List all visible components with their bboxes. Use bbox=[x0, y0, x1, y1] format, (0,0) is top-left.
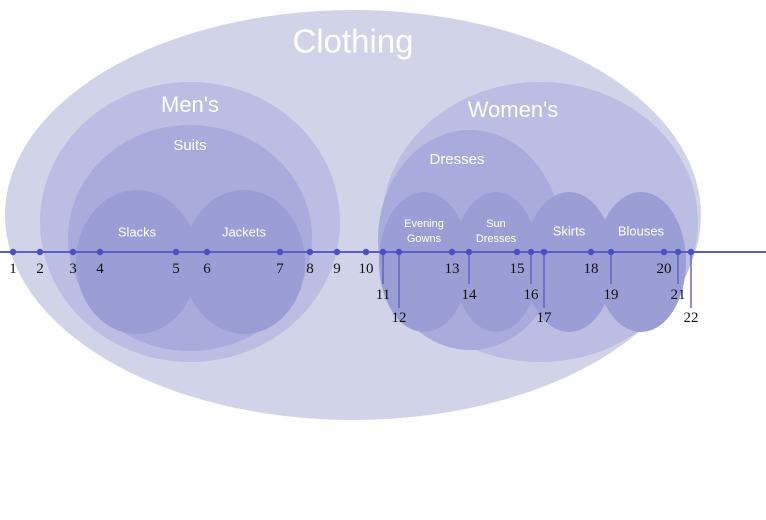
set-label-suits: Suits bbox=[173, 137, 206, 154]
point-label-4: 4 bbox=[96, 261, 104, 277]
point-dot-18[interactable] bbox=[587, 248, 595, 256]
ellipse-layer bbox=[5, 10, 701, 420]
point-dot-11[interactable] bbox=[379, 248, 387, 256]
point-dot-6[interactable] bbox=[203, 248, 211, 256]
ellipse-sun-dresses bbox=[453, 192, 539, 332]
point-label-5: 5 bbox=[172, 261, 180, 277]
point-label-14: 14 bbox=[462, 287, 478, 303]
point-label-18: 18 bbox=[584, 261, 599, 277]
point-label-16: 16 bbox=[524, 287, 540, 303]
number-line-layer bbox=[0, 248, 766, 308]
point-label-6: 6 bbox=[203, 261, 211, 277]
point-label-7: 7 bbox=[276, 261, 284, 277]
point-dot-21[interactable] bbox=[674, 248, 682, 256]
set-label-womens: Women's bbox=[468, 97, 559, 122]
set-label-mens: Men's bbox=[161, 92, 219, 117]
point-dot-1[interactable] bbox=[9, 248, 17, 256]
point-label-13: 13 bbox=[445, 261, 460, 277]
set-label-slacks: Slacks bbox=[118, 224, 157, 239]
set-label-clothing: Clothing bbox=[292, 23, 413, 60]
point-label-2: 2 bbox=[36, 261, 44, 277]
point-dot-10[interactable] bbox=[362, 248, 370, 256]
point-label-21: 21 bbox=[671, 287, 686, 303]
point-label-19: 19 bbox=[604, 287, 619, 303]
point-dot-16[interactable] bbox=[527, 248, 535, 256]
point-dot-19[interactable] bbox=[607, 248, 615, 256]
point-dot-12[interactable] bbox=[395, 248, 403, 256]
ellipse-skirts bbox=[524, 192, 614, 332]
point-label-11: 11 bbox=[376, 287, 390, 303]
set-label-dresses: Dresses bbox=[429, 151, 484, 168]
point-label-17: 17 bbox=[537, 310, 553, 326]
point-label-9: 9 bbox=[333, 261, 341, 277]
point-dot-22[interactable] bbox=[687, 248, 695, 256]
point-dot-20[interactable] bbox=[660, 248, 668, 256]
point-dot-14[interactable] bbox=[465, 248, 473, 256]
point-dot-13[interactable] bbox=[448, 248, 456, 256]
ellipse-evening-gowns bbox=[379, 192, 469, 332]
point-dot-7[interactable] bbox=[276, 248, 284, 256]
point-dot-5[interactable] bbox=[172, 248, 180, 256]
point-label-1: 1 bbox=[9, 261, 17, 277]
set-label-jackets: Jackets bbox=[222, 224, 267, 239]
point-dot-15[interactable] bbox=[513, 248, 521, 256]
point-label-20: 20 bbox=[657, 261, 672, 277]
point-dot-9[interactable] bbox=[333, 248, 341, 256]
point-dot-2[interactable] bbox=[36, 248, 44, 256]
ellipse-jackets bbox=[183, 190, 305, 334]
point-label-10: 10 bbox=[359, 261, 374, 277]
point-label-22: 22 bbox=[684, 310, 699, 326]
set-label-skirts: Skirts bbox=[553, 223, 586, 238]
point-label-8: 8 bbox=[306, 261, 314, 277]
set-label-blouses: Blouses bbox=[618, 223, 665, 238]
point-dot-17[interactable] bbox=[540, 248, 548, 256]
point-dot-3[interactable] bbox=[69, 248, 77, 256]
point-label-15: 15 bbox=[510, 261, 525, 277]
point-label-3: 3 bbox=[69, 261, 77, 277]
point-dot-4[interactable] bbox=[96, 248, 104, 256]
point-label-12: 12 bbox=[392, 310, 407, 326]
ellipse-slacks bbox=[76, 190, 198, 334]
ellipse-blouses bbox=[596, 192, 686, 332]
point-dot-8[interactable] bbox=[306, 248, 314, 256]
